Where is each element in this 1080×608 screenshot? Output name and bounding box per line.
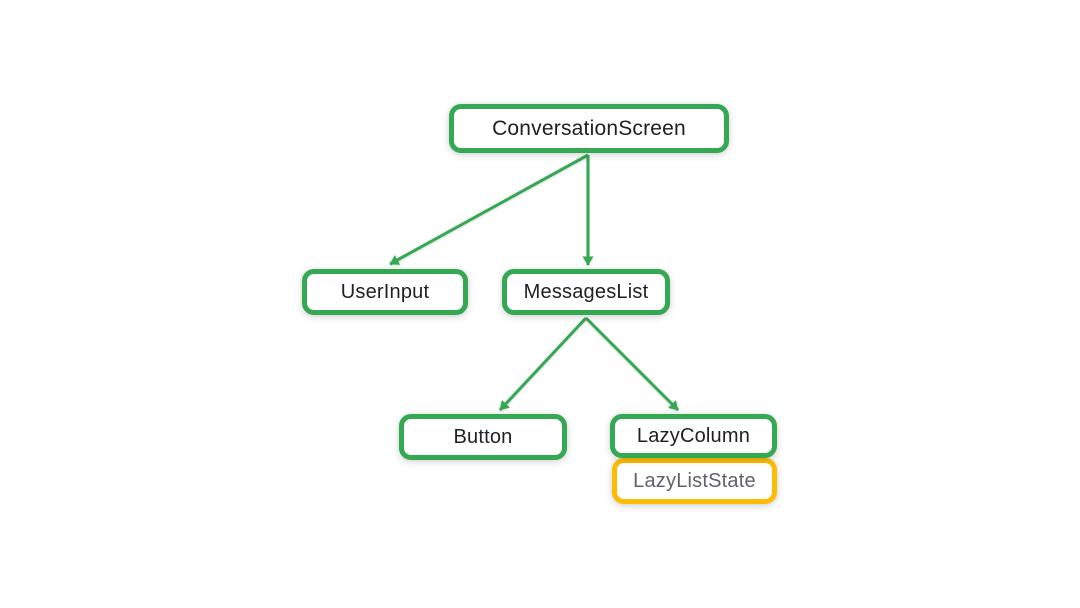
node-user-input-label: UserInput [340,280,430,303]
edge-conversationscreen-to-userinput [389,153,589,266]
node-button: Button [399,414,567,460]
node-lazy-column: LazyColumn [610,414,777,458]
edge-messageslist-to-lazycolumn [584,316,680,412]
node-conversation-screen: ConversationScreen [449,104,729,153]
node-messages-list: MessagesList [502,269,670,315]
node-conversation-screen-label: ConversationScreen [492,116,686,140]
node-lazy-column-label: LazyColumn [636,424,751,447]
node-button-label: Button [453,425,513,448]
node-lazy-list-state: LazyListState [612,458,777,504]
node-lazy-list-state-label: LazyListState [633,469,756,492]
node-messages-list-label: MessagesList [523,280,649,303]
node-user-input: UserInput [302,269,468,315]
edge-messageslist-to-button [498,316,588,412]
